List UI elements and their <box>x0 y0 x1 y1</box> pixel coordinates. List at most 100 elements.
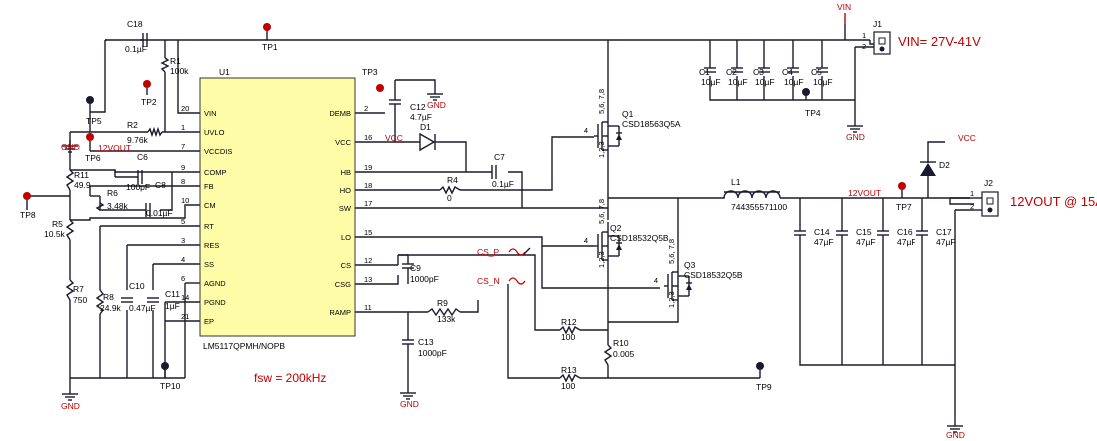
net-vin: VIN <box>837 2 851 12</box>
svg-text:1,2,3: 1,2,3 <box>597 251 606 268</box>
resistor-r6: R6 3.48k <box>95 188 129 211</box>
net-vcc-ic: VCC <box>385 133 403 143</box>
svg-text:0.01µF: 0.01µF <box>146 208 173 218</box>
ic-pin-name: CM <box>204 201 216 210</box>
ic-pin-number: 10 <box>181 196 189 205</box>
svg-text:3.48k: 3.48k <box>107 201 129 211</box>
svg-text:Q1: Q1 <box>622 109 634 119</box>
svg-text:TP10: TP10 <box>160 381 181 391</box>
testpoint-tp5: TP5 <box>86 96 102 126</box>
svg-text:24.9k: 24.9k <box>100 303 122 313</box>
annotations: VIN= 27V-41V 12VOUT @ 15A fsw = 200kHz <box>254 34 1097 385</box>
svg-text:C15: C15 <box>856 227 872 237</box>
svg-text:10µF: 10µF <box>701 77 721 87</box>
ic-pin-number: 2 <box>364 104 368 113</box>
testpoint-tp6: TP6 <box>85 133 101 163</box>
svg-text:GND: GND <box>400 399 419 409</box>
resistor-r8: R8 24.9k <box>95 289 122 315</box>
capacitor-c18: C18 0.1µF <box>105 19 148 54</box>
svg-text:9.76k: 9.76k <box>127 135 149 145</box>
svg-text:750: 750 <box>73 295 87 305</box>
svg-text:R6: R6 <box>107 188 118 198</box>
svg-text:C6: C6 <box>137 152 148 162</box>
ic-pin-number: 16 <box>364 133 372 142</box>
svg-text:GND: GND <box>846 132 865 142</box>
svg-text:10µF: 10µF <box>755 77 775 87</box>
svg-text:C14: C14 <box>814 227 830 237</box>
ic-pin-number: 17 <box>364 199 372 208</box>
ic-pin-name: CS <box>341 261 351 270</box>
ic-pin-name: HO <box>340 186 351 195</box>
svg-text:1: 1 <box>862 31 866 40</box>
svg-text:GND: GND <box>946 430 965 440</box>
ic-right-pins: 2DEMB16VCC19HB18HO17SW15LO12CS13CSG11RAM… <box>329 104 372 317</box>
switching-frequency-note: fsw = 200kHz <box>254 371 326 385</box>
capacitor-c6: C6 100pF <box>115 152 150 192</box>
svg-text:47µF: 47µF <box>856 237 876 247</box>
ic-pin-number: 3 <box>181 236 185 245</box>
svg-text:1: 1 <box>970 189 974 198</box>
capacitor-c12: C12 4.7µF <box>389 99 432 122</box>
svg-text:R5: R5 <box>52 219 63 229</box>
testpoint-tp9: TP9 <box>756 362 772 392</box>
svg-text:R4: R4 <box>447 175 458 185</box>
svg-text:47µF: 47µF <box>814 237 834 247</box>
resistor-r5: R5 10.5k <box>44 219 75 241</box>
svg-text:10µF: 10µF <box>728 77 748 87</box>
ic-pin-number: 1 <box>181 123 185 132</box>
svg-text:C11: C11 <box>165 289 180 299</box>
ic-pin-number: 4 <box>181 255 185 264</box>
resistor-r1: R1 100k <box>160 56 189 76</box>
svg-text:0.005: 0.005 <box>613 349 635 359</box>
ic-pin-name: RES <box>204 241 219 250</box>
svg-text:TP2: TP2 <box>141 97 157 107</box>
svg-text:R8: R8 <box>103 292 114 302</box>
svg-text:4: 4 <box>584 236 588 245</box>
svg-text:GND: GND <box>427 100 446 110</box>
testpoint-tp7: TP7 <box>896 182 912 212</box>
testpoint-tp2: TP2 <box>141 80 157 107</box>
svg-text:744355571100: 744355571100 <box>731 202 787 212</box>
svg-text:TP1: TP1 <box>262 42 278 52</box>
svg-text:D1: D1 <box>420 122 431 132</box>
ic-pin-name: FB <box>204 182 214 191</box>
ic-pin-number: 7 <box>181 142 185 151</box>
ic-pin-number: 21 <box>181 312 189 321</box>
svg-text:C13: C13 <box>418 337 434 347</box>
svg-text:TP6: TP6 <box>85 153 101 163</box>
svg-text:CSD18532Q5B: CSD18532Q5B <box>610 233 669 243</box>
svg-text:49.9: 49.9 <box>74 180 91 190</box>
resistor-r7: R7 750 <box>65 279 87 305</box>
diode-d1: D1 <box>419 122 438 152</box>
ground-labels: GND GND GND GND GND GND <box>61 100 965 440</box>
resistor-r9: R9 133k <box>427 298 461 324</box>
svg-text:R9: R9 <box>437 298 448 308</box>
ic-pin-number: 14 <box>181 293 189 302</box>
svg-text:J1: J1 <box>873 19 882 29</box>
ic-pin-name: EP <box>204 317 214 326</box>
diode-d2: D2 <box>920 157 950 176</box>
ic-pin-number: 15 <box>364 228 372 237</box>
svg-text:GND: GND <box>61 401 80 411</box>
ic-pin-name: RAMP <box>329 308 351 317</box>
resistor-r12: R12 100 <box>559 317 581 342</box>
svg-text:CSD18532Q5B: CSD18532Q5B <box>684 270 743 280</box>
svg-text:Q2: Q2 <box>610 223 622 233</box>
svg-text:L1: L1 <box>731 177 741 187</box>
ic-pin-number: 20 <box>181 104 189 113</box>
net-12vout-right: 12VOUT <box>848 188 881 198</box>
svg-text:1000pF: 1000pF <box>410 274 439 284</box>
svg-text:TP7: TP7 <box>896 202 912 212</box>
net-cs-p: CS_P <box>477 247 500 257</box>
svg-text:R13: R13 <box>561 365 577 375</box>
ic-pin-number: 5 <box>181 217 185 226</box>
svg-text:4: 4 <box>584 126 588 135</box>
